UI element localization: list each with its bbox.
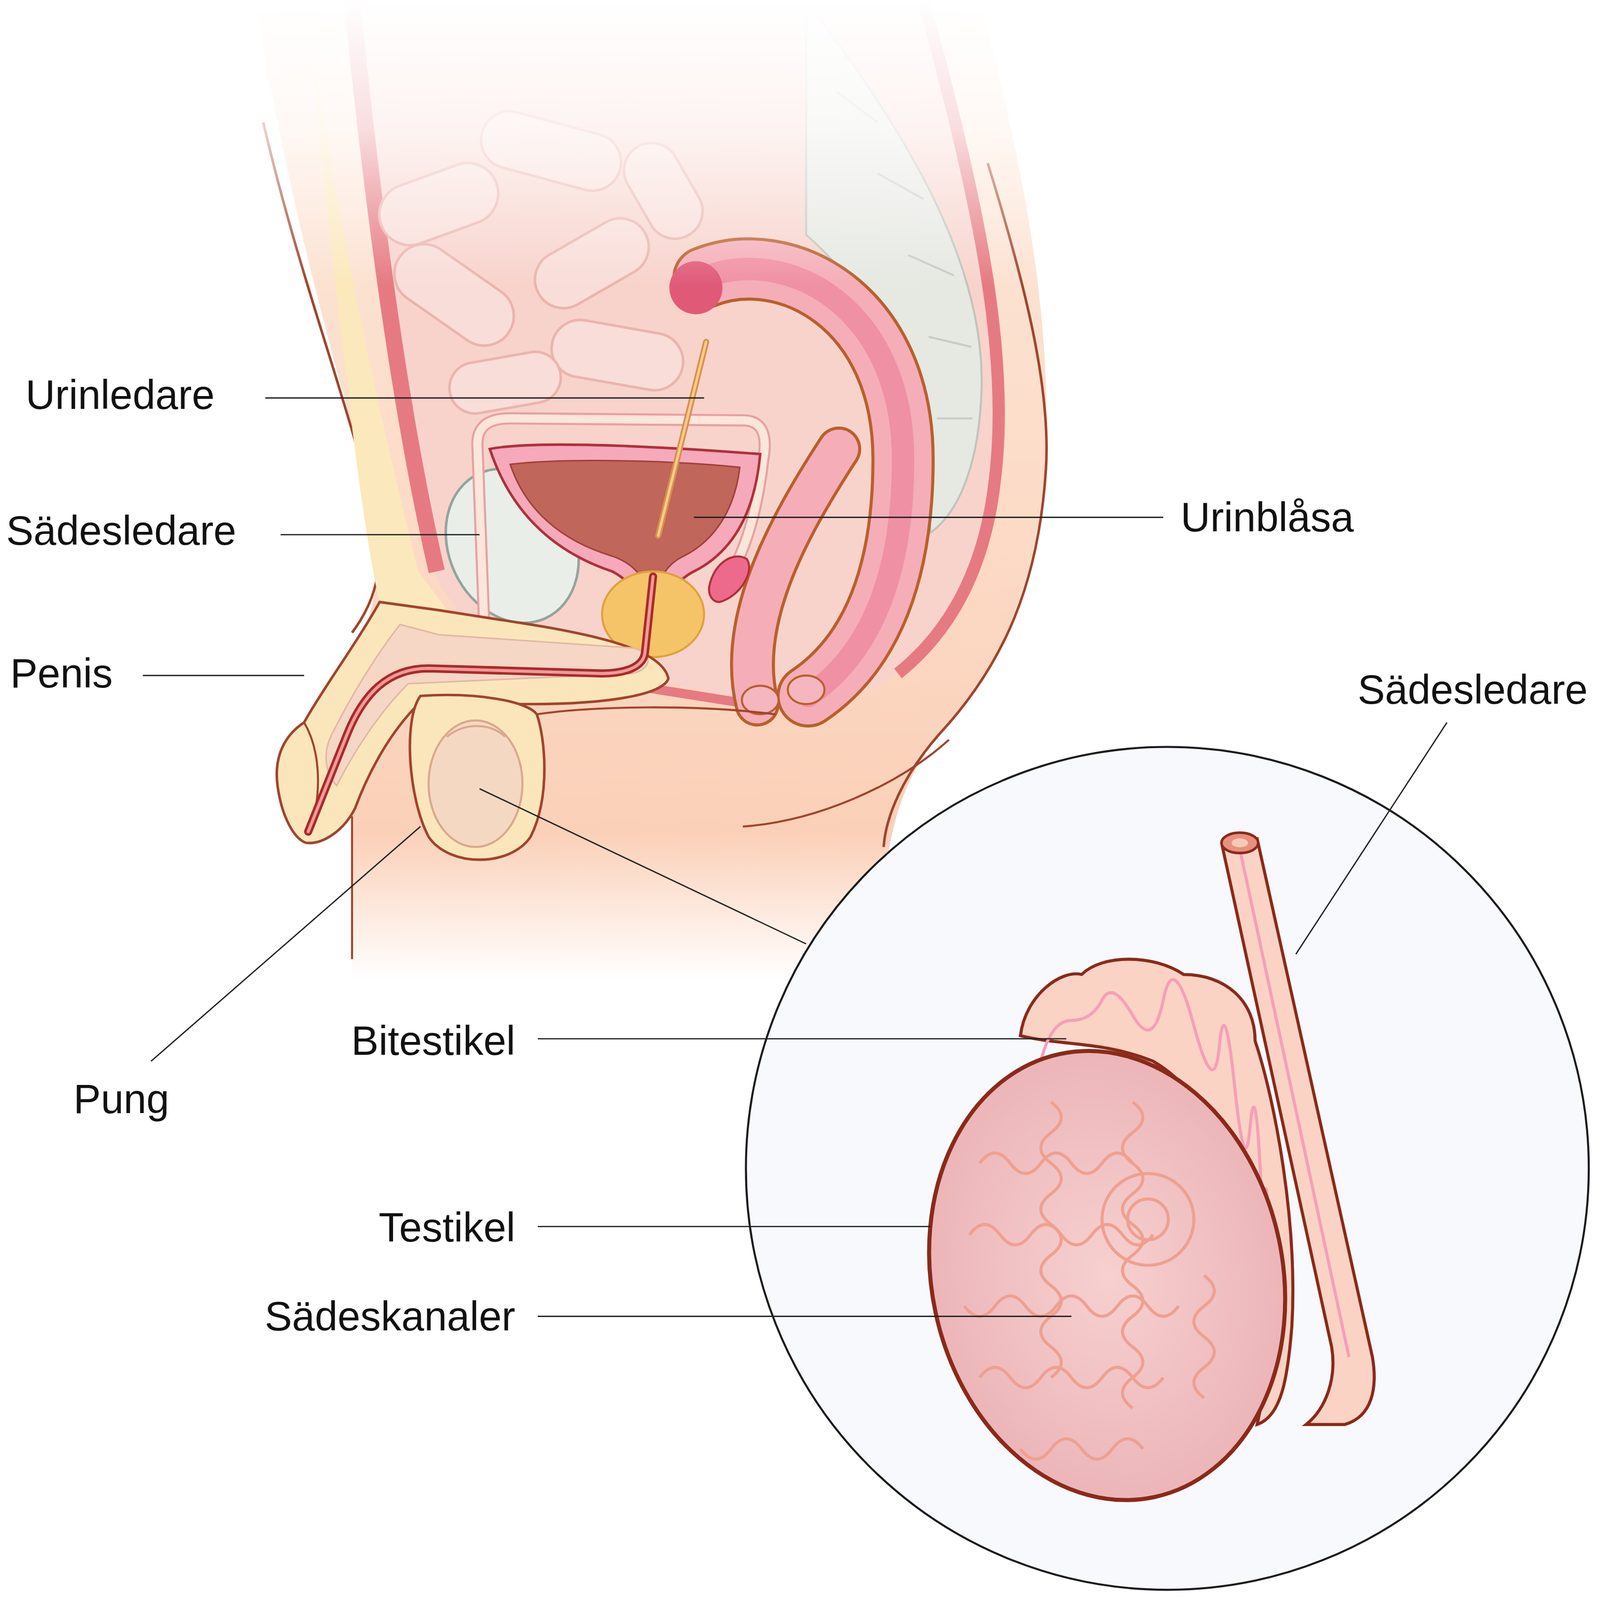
part-label: Sädesledare — [5, 507, 237, 555]
part-label: Testikel — [378, 1203, 516, 1251]
part-label: Penis — [10, 649, 114, 697]
part-label: Bitestikel — [351, 1017, 516, 1065]
part-label: Sädesledare — [1357, 666, 1588, 714]
part-label: Urinblåsa — [1180, 493, 1355, 541]
part-label: Pung — [73, 1075, 170, 1123]
part-label: Urinledare — [25, 371, 215, 419]
part-label: Sädeskanaler — [264, 1292, 516, 1340]
leader-lines — [142, 398, 1447, 1317]
